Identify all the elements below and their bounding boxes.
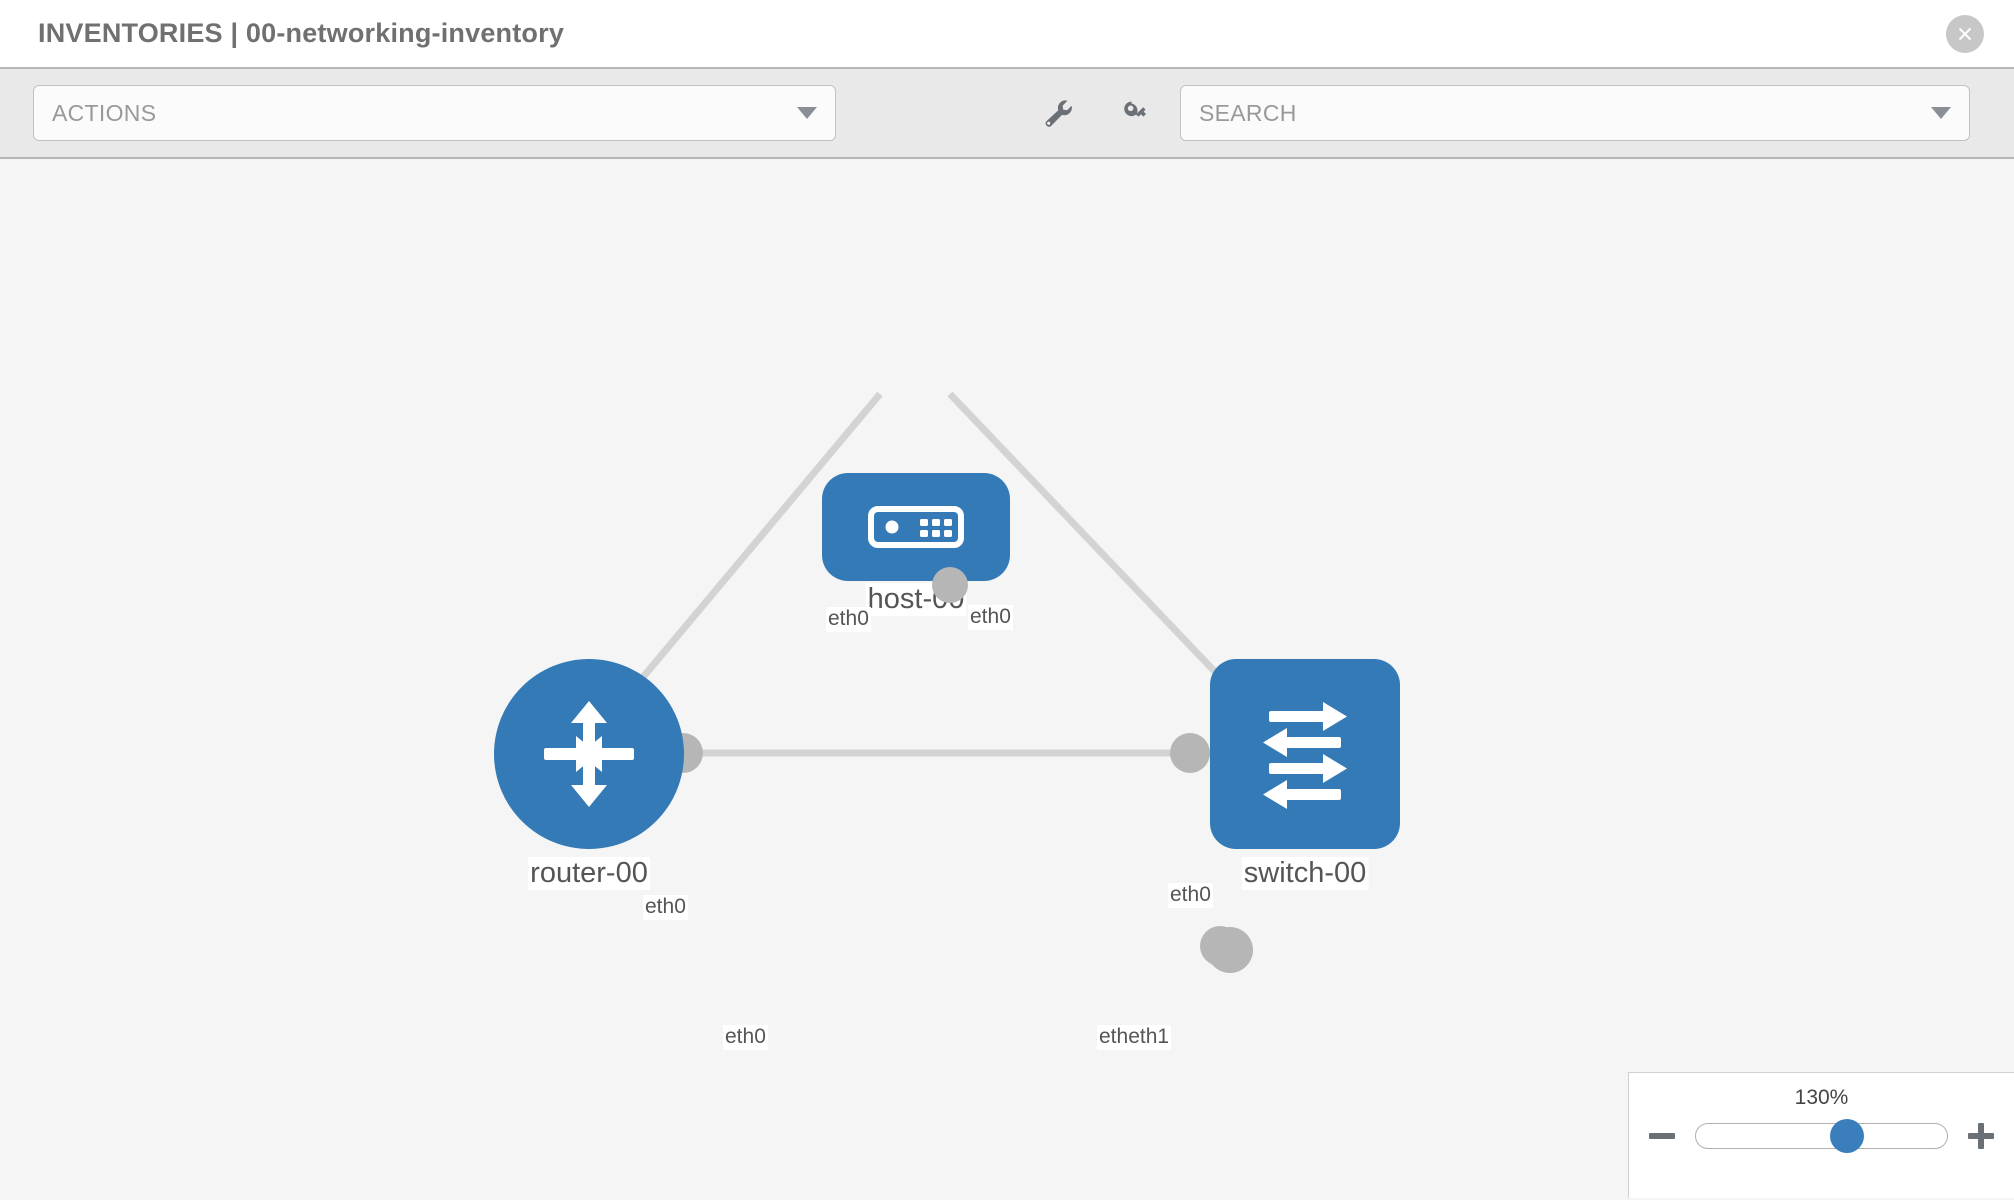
edge-label-router-up: eth0 bbox=[643, 895, 688, 920]
zoom-control-row bbox=[1629, 1119, 2014, 1153]
topology-edges bbox=[605, 391, 1263, 757]
wrench-icon[interactable] bbox=[1040, 95, 1076, 131]
node-router-00-shape[interactable] bbox=[494, 659, 684, 849]
edge-label-host-right: eth0 bbox=[968, 605, 1013, 630]
port-host-right[interactable] bbox=[932, 567, 968, 603]
edge-label-host-left: eth0 bbox=[826, 607, 871, 632]
node-switch-00-shape[interactable] bbox=[1210, 659, 1400, 849]
zoom-in-button[interactable] bbox=[1966, 1121, 1996, 1151]
chevron-down-icon bbox=[797, 107, 817, 119]
zoom-slider-track[interactable] bbox=[1695, 1119, 1948, 1153]
node-switch-00[interactable]: switch-00 bbox=[1210, 659, 1400, 890]
key-icon[interactable] bbox=[1118, 95, 1154, 131]
page-header: INVENTORIES | 00-networking-inventory bbox=[0, 0, 2014, 69]
server-icon bbox=[868, 506, 964, 548]
zoom-level-value: 130% bbox=[1794, 1086, 1849, 1109]
close-icon bbox=[1958, 27, 1972, 40]
port-switch-top-connector[interactable] bbox=[1207, 927, 1253, 973]
actions-dropdown-label: ACTIONS bbox=[52, 99, 157, 126]
topology-canvas[interactable]: host-00 bbox=[0, 159, 2014, 1198]
edge-host-router[interactable] bbox=[605, 391, 883, 722]
zoom-out-button[interactable] bbox=[1647, 1121, 1677, 1151]
edge-label-router-right: eth0 bbox=[723, 1025, 768, 1050]
zoom-control-panel: 130% bbox=[1628, 1072, 2014, 1198]
actions-dropdown[interactable]: ACTIONS bbox=[33, 85, 836, 141]
toolbar-icon-group bbox=[1040, 95, 1154, 131]
node-router-00[interactable]: router-00 bbox=[494, 659, 684, 890]
zoom-slider-handle[interactable] bbox=[1829, 1119, 1864, 1153]
toolbar: ACTIONS SEARCH bbox=[0, 69, 2014, 159]
router-arrows-icon bbox=[544, 701, 634, 807]
search-input[interactable]: SEARCH bbox=[1180, 85, 1970, 141]
port-switch-left[interactable] bbox=[1170, 733, 1210, 773]
node-switch-00-label: switch-00 bbox=[1241, 857, 1369, 890]
search-input-value: SEARCH bbox=[1199, 99, 1297, 126]
node-host-00-shape[interactable] bbox=[822, 473, 1010, 581]
edge-host-switch[interactable] bbox=[947, 391, 1263, 722]
switch-arrows-icon bbox=[1263, 702, 1347, 809]
close-button[interactable] bbox=[1946, 14, 1984, 53]
edge-label-switch-left: etheth1 bbox=[1097, 1025, 1172, 1050]
node-router-00-label: router-00 bbox=[528, 857, 650, 890]
node-host-00[interactable]: host-00 bbox=[822, 473, 1010, 616]
edge-label-switch-up: eth0 bbox=[1168, 883, 1213, 908]
page-title: INVENTORIES | 00-networking-inventory bbox=[38, 18, 565, 48]
chevron-down-icon[interactable] bbox=[1931, 107, 1951, 119]
